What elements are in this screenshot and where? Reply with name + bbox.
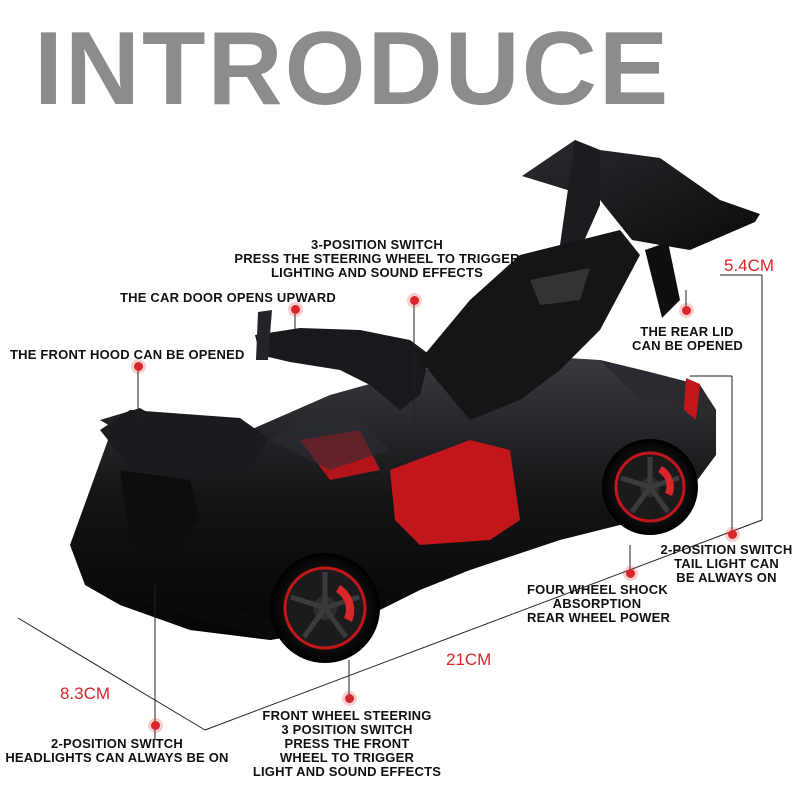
- callout-line: 2-POSITION SWITCH: [660, 542, 793, 557]
- rear-wheel: [602, 439, 698, 535]
- open-front-hood: [100, 410, 268, 560]
- callout-line: PRESS THE STEERING WHEEL TO TRIGGER: [234, 251, 520, 266]
- callout-line: HEADLIGHTS CAN ALWAYS BE ON: [5, 750, 229, 765]
- callout-tail-light: 2-POSITION SWITCH TAIL LIGHT CAN BE ALWA…: [654, 543, 799, 585]
- callout-line: 3 POSITION SWITCH: [281, 722, 413, 737]
- callout-dot-front-wheel: [345, 694, 354, 703]
- callout-line: WHEEL TO TRIGGER: [279, 750, 415, 765]
- callout-line: LIGHTING AND SOUND EFFECTS: [271, 265, 483, 280]
- callout-line: THE REAR LID: [640, 324, 734, 339]
- open-door: [255, 310, 430, 410]
- callout-dot-shock: [626, 569, 635, 578]
- page-title: INTRODUCE: [34, 11, 671, 127]
- callout-line: LIGHT AND SOUND EFFECTS: [252, 764, 442, 779]
- callout-line: CAN BE OPENED: [632, 338, 743, 353]
- callout-line: TAIL LIGHT CAN: [674, 556, 779, 571]
- callout-headlights: 2-POSITION SWITCH HEADLIGHTS CAN ALWAYS …: [4, 737, 230, 765]
- callout-dot-headlights: [151, 721, 160, 730]
- callout-line: ABSORPTION: [552, 596, 642, 611]
- callout-line: THE FRONT HOOD CAN BE OPENED: [10, 347, 245, 362]
- dimension-height: 5.4CM: [724, 256, 775, 275]
- callout-dot-steering: [410, 296, 419, 305]
- callout-line: 2-POSITION SWITCH: [51, 736, 183, 751]
- callout-line: PRESS THE FRONT: [284, 736, 410, 751]
- callout-dot-front-hood: [134, 362, 143, 371]
- callout-door: THE CAR DOOR OPENS UPWARD: [120, 291, 336, 305]
- front-wheel: [270, 553, 380, 663]
- callout-line: BE ALWAYS ON: [676, 570, 777, 585]
- callout-shock: FOUR WHEEL SHOCK ABSORPTION REAR WHEEL P…: [527, 582, 671, 625]
- dimension-lines: [17, 274, 763, 731]
- callout-steering-switch: 3-POSITION SWITCH PRESS THE STEERING WHE…: [232, 238, 522, 280]
- dimension-width: 8.3CM: [60, 684, 111, 703]
- callout-line: FOUR WHEEL SHOCK: [527, 582, 668, 597]
- red-interior: [270, 420, 520, 545]
- callout-line: FRONT WHEEL STEERING: [262, 708, 432, 723]
- callout-front-hood: THE FRONT HOOD CAN BE OPENED: [10, 348, 245, 362]
- callout-line: REAR WHEEL POWER: [527, 610, 671, 625]
- callout-line: THE CAR DOOR OPENS UPWARD: [120, 290, 336, 305]
- dimension-length: 21CM: [446, 650, 492, 669]
- callout-dot-rear-lid: [682, 306, 691, 315]
- rear-wing: [522, 140, 760, 318]
- callout-dot-tail-light: [728, 530, 737, 539]
- callout-line: 3-POSITION SWITCH: [311, 237, 443, 252]
- callout-front-wheel: FRONT WHEEL STEERING 3 POSITION SWITCH P…: [252, 709, 442, 779]
- callout-rear-lid: THE REAR LID CAN BE OPENED: [632, 324, 743, 353]
- open-rear-lid: [420, 230, 640, 420]
- callout-dot-door: [291, 305, 300, 314]
